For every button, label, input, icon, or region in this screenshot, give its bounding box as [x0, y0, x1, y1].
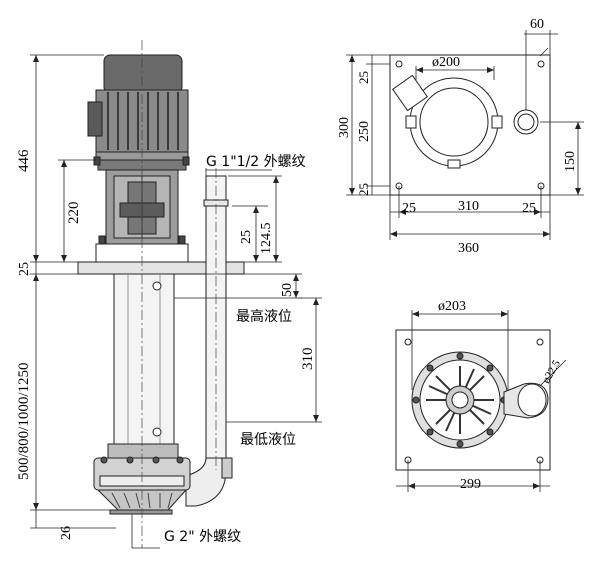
- dim-360: 360: [458, 241, 479, 256]
- dim-25-bot: 25: [356, 183, 371, 196]
- motor: [87, 54, 190, 247]
- thread-top-label: G 1"1/2 外螺纹: [206, 154, 306, 170]
- dim-203: ø203: [438, 299, 466, 314]
- dim-25-left: 25: [402, 201, 416, 216]
- column-pipe: [113, 273, 175, 445]
- side-dimension-lines: [30, 54, 322, 549]
- dim-310-top: 310: [458, 199, 479, 214]
- dim-150: 150: [563, 151, 578, 172]
- dim-26: 26: [59, 526, 74, 540]
- dim-25-flange: 25: [17, 262, 32, 276]
- top-view: [389, 54, 551, 196]
- top-view-dims: [346, 30, 584, 240]
- dim-25-top: 25: [356, 71, 371, 84]
- dim-50: 50: [280, 283, 295, 297]
- dim-250: 250: [357, 121, 372, 142]
- min-level-label: 最低液位: [240, 432, 296, 448]
- thread-bot-label: G 2" 外螺纹: [164, 529, 241, 545]
- dim-200: ø200: [432, 55, 460, 70]
- bottom-view-dims: [396, 310, 567, 492]
- bottom-view-arrows: [408, 311, 540, 489]
- discharge-pipe: [185, 175, 233, 507]
- max-level-label: 最高液位: [236, 308, 292, 325]
- dim-310-side: 310: [300, 348, 316, 371]
- dim-25-small: 25: [239, 230, 254, 244]
- dim-300: 300: [337, 117, 352, 138]
- dim-299: 299: [460, 477, 481, 492]
- side-arrows: [33, 55, 319, 510]
- dim-25-right: 25: [522, 201, 536, 216]
- dim-length: 500/800/1000/1250: [16, 362, 32, 480]
- centerlines: [141, 40, 217, 548]
- dim-124-5: 124.5: [259, 223, 274, 255]
- bottom-view: [395, 329, 551, 471]
- dim-220: 220: [66, 202, 82, 225]
- dim-446: 446: [16, 149, 32, 172]
- dim-60: 60: [530, 17, 544, 32]
- top-view-arrows: [349, 55, 581, 237]
